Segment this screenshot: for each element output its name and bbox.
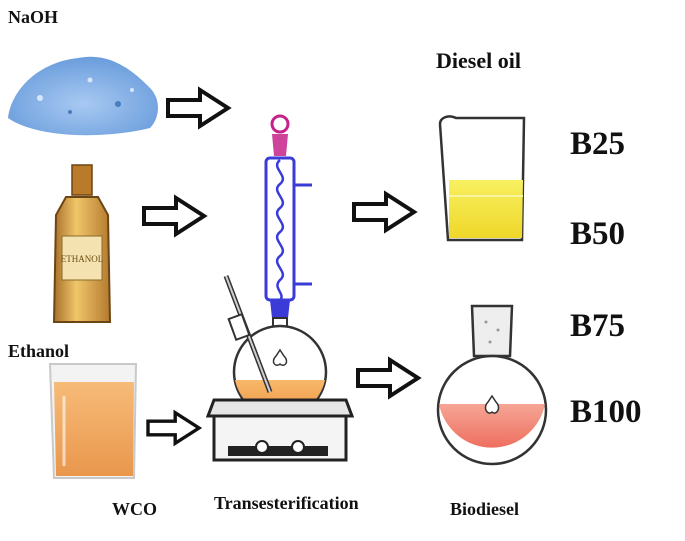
biodiesel-flask-icon bbox=[436, 304, 548, 466]
reactor-icon bbox=[205, 114, 355, 462]
blend-label-b25: B25 bbox=[570, 126, 626, 162]
blend-label-b75: B75 bbox=[570, 308, 626, 344]
naoh-label: NaOH bbox=[8, 7, 59, 27]
diesel-oil-beaker-icon bbox=[438, 115, 526, 242]
hotplate-stirrer-icon bbox=[205, 398, 355, 462]
arrow-reactor-to-biodiesel bbox=[356, 358, 420, 398]
wco-label: WCO bbox=[112, 499, 157, 519]
diesel-oil-label: Diesel oil bbox=[436, 48, 521, 73]
arrow-ethanol-to-reactor bbox=[142, 196, 206, 236]
arrow-naoh-to-reactor bbox=[166, 88, 230, 128]
ethanol-bottle-icon: ETHANOL bbox=[52, 164, 112, 323]
arrow-wco-to-reactor bbox=[146, 411, 201, 445]
wco-beaker-icon bbox=[48, 363, 138, 479]
transesterification-label: Transesterification bbox=[214, 493, 359, 513]
naoh-powder-icon bbox=[8, 56, 158, 136]
blend-label-b50: B50 bbox=[570, 216, 626, 252]
arrow-reactor-to-diesel bbox=[352, 192, 416, 232]
bottle-label-text: ETHANOL bbox=[61, 254, 104, 264]
biodiesel-label: Biodiesel bbox=[450, 499, 520, 519]
blend-label-b100: B100 bbox=[570, 394, 642, 430]
ethanol-label: Ethanol bbox=[8, 341, 70, 361]
